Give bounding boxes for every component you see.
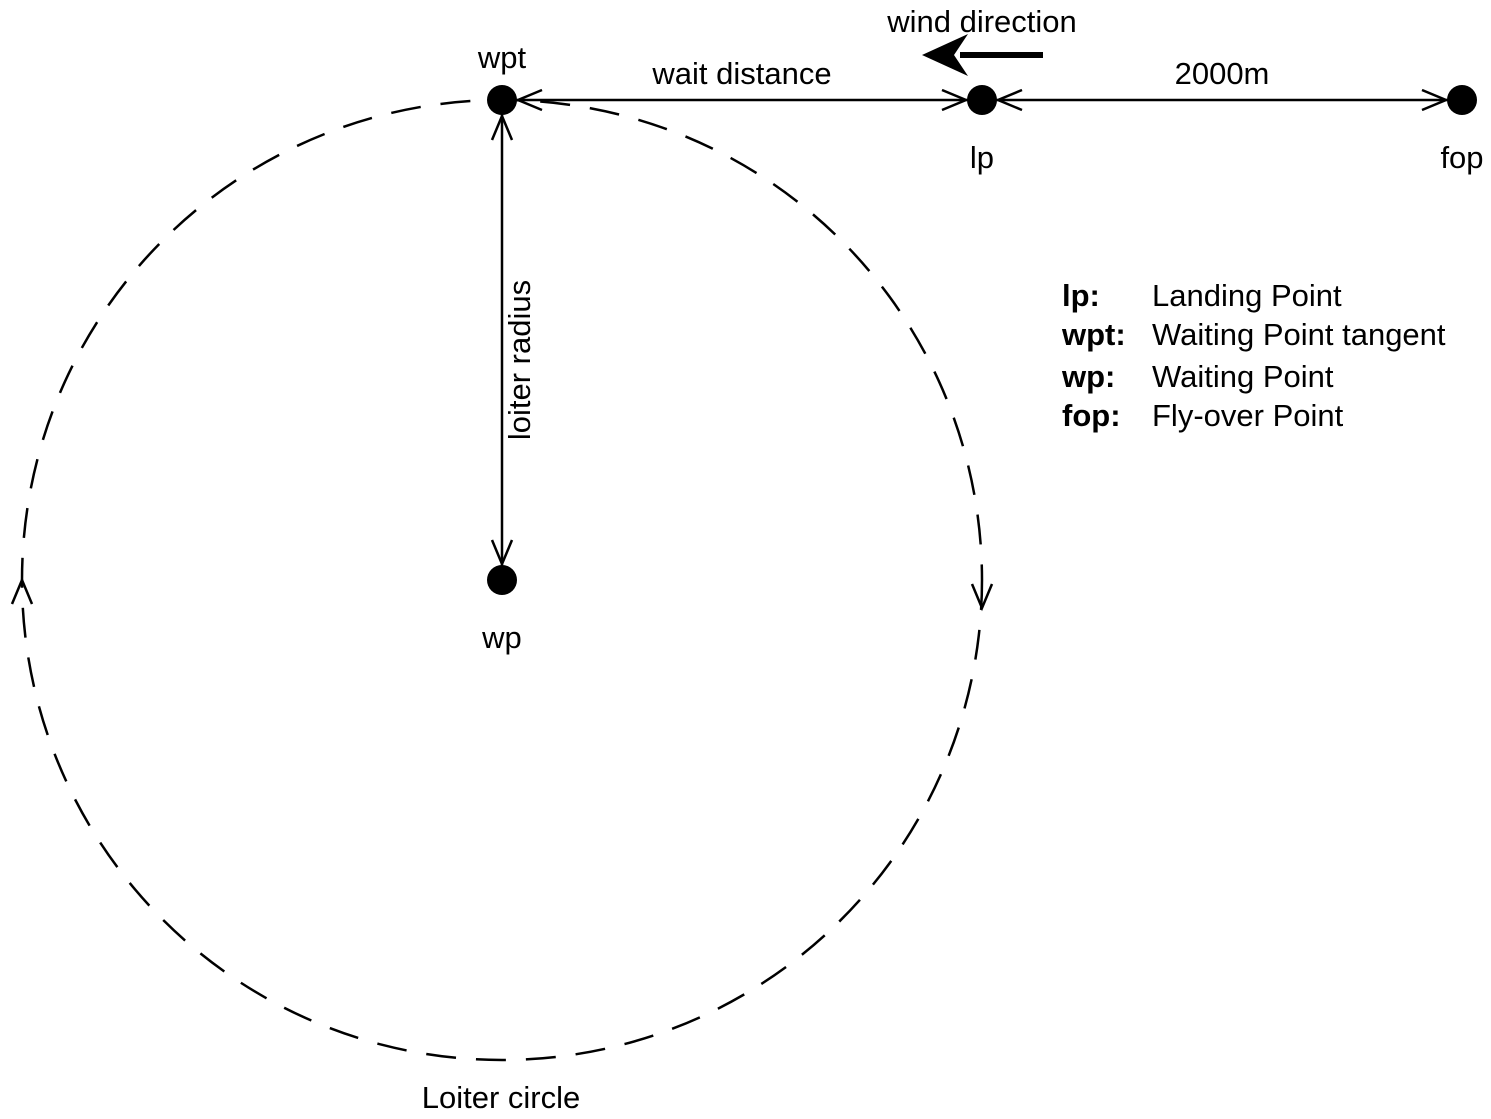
label-fop: fop bbox=[1440, 140, 1483, 175]
legend-entry: fop: Fly-over Point bbox=[1062, 398, 1344, 433]
fixed-distance-arrowhead-right bbox=[1421, 88, 1450, 112]
point-lp bbox=[967, 85, 997, 115]
legend-value: Waiting Point tangent bbox=[1152, 317, 1446, 352]
label-loiter-circle: Loiter circle bbox=[422, 1080, 581, 1115]
legend-value: Waiting Point bbox=[1152, 359, 1334, 394]
legend-key: lp: bbox=[1062, 278, 1100, 313]
fixed-distance-arrowhead-left bbox=[994, 88, 1023, 112]
legend-entry: wpt: Waiting Point tangent bbox=[1061, 317, 1446, 352]
legend-key: wpt: bbox=[1061, 317, 1126, 352]
legend-key: fop: bbox=[1062, 398, 1121, 433]
loiter-radius-arrowhead-top bbox=[490, 112, 514, 141]
label-wpt: wpt bbox=[477, 40, 527, 75]
label-wait-distance: wait distance bbox=[651, 56, 831, 91]
legend-entry: wp: Waiting Point bbox=[1061, 359, 1334, 394]
point-wpt bbox=[487, 85, 517, 115]
legend: lp: Landing Point wpt: Waiting Point tan… bbox=[1061, 278, 1446, 433]
label-wp: wp bbox=[481, 620, 522, 655]
legend-key: wp: bbox=[1061, 359, 1115, 394]
circle-direction-arrow-left bbox=[10, 576, 34, 605]
point-wp bbox=[487, 565, 517, 595]
wait-distance-arrowhead-right bbox=[941, 88, 970, 112]
label-wind-direction: wind direction bbox=[886, 4, 1077, 39]
label-lp: lp bbox=[970, 140, 994, 175]
legend-value: Fly-over Point bbox=[1152, 398, 1344, 433]
point-fop bbox=[1447, 85, 1477, 115]
legend-entry: lp: Landing Point bbox=[1062, 278, 1342, 313]
wait-distance-arrowhead-left bbox=[514, 88, 543, 112]
legend-value: Landing Point bbox=[1152, 278, 1342, 313]
circle-direction-arrow-right bbox=[970, 583, 994, 612]
loiter-radius-arrowhead-bottom bbox=[490, 539, 514, 568]
wind-arrow-head bbox=[922, 34, 968, 76]
label-fixed-distance: 2000m bbox=[1175, 56, 1270, 91]
label-loiter-radius: loiter radius bbox=[502, 280, 537, 440]
